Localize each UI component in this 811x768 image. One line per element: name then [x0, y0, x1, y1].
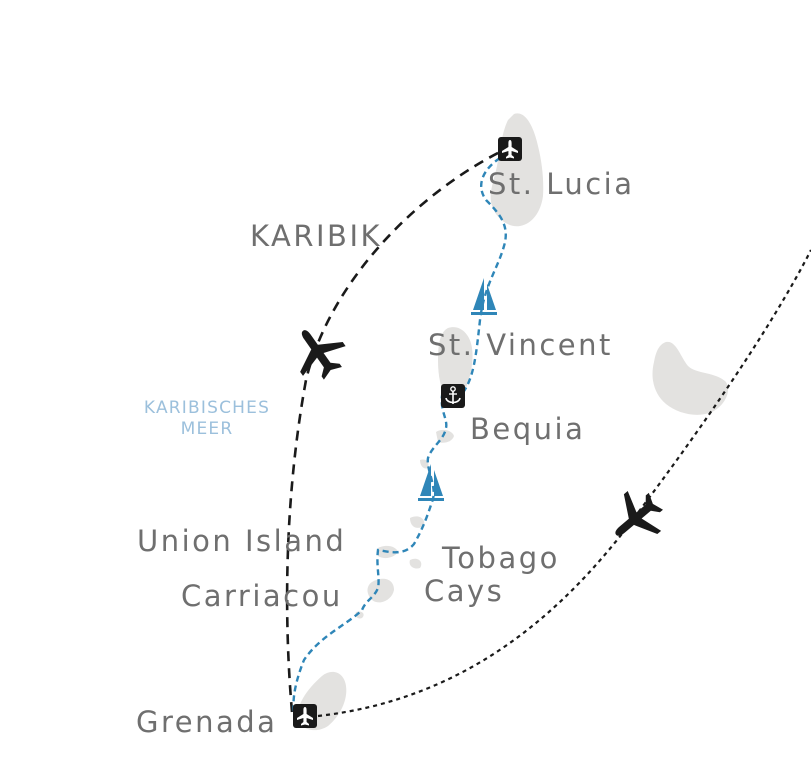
- airplane-icon: [615, 491, 663, 536]
- flight-route-grenada-st-lucia: [285, 146, 509, 713]
- label-st-lucia: St. Lucia: [488, 167, 635, 201]
- label-karibik: KARIBIK: [250, 219, 383, 253]
- label-union-island: Union Island: [137, 524, 347, 558]
- label-tobago-cays-line2: Cays: [424, 574, 505, 608]
- island-carriacou: [367, 578, 394, 603]
- sailing-route-path: [292, 157, 507, 713]
- label-tobago-cays-line1: Tobago: [442, 541, 560, 575]
- label-caribbean-sea-line2: MEER: [180, 419, 234, 440]
- label-grenada: Grenada: [136, 705, 278, 739]
- anchor-icon: [441, 384, 465, 408]
- airplane-icon: [300, 330, 346, 380]
- label-caribbean-sea-line1: KARIBISCHES: [143, 398, 271, 418]
- island-barbados: [652, 341, 729, 415]
- flight-routes: [285, 146, 509, 713]
- label-st-vincent: St. Vincent: [428, 328, 613, 362]
- sailboat-icon: [471, 278, 497, 315]
- label-caribbean-sea: KARIBISCHES MEER: [122, 398, 292, 441]
- sailboat-icon: [418, 464, 444, 501]
- island-small-1: [420, 459, 429, 469]
- island-small-2: [410, 516, 425, 528]
- island-st-vincent: [438, 327, 473, 399]
- label-bequia: Bequia: [470, 412, 586, 446]
- label-carriacou: Carriacou: [181, 579, 343, 613]
- island-tobago-cays: [409, 558, 422, 569]
- island-bequia: [436, 429, 454, 443]
- airport-icon: [498, 137, 522, 161]
- flight-route-grenada-east: [317, 249, 811, 718]
- sailing-route: [292, 157, 507, 713]
- airport-icon: [293, 704, 317, 728]
- flight-routes-east: [317, 249, 811, 718]
